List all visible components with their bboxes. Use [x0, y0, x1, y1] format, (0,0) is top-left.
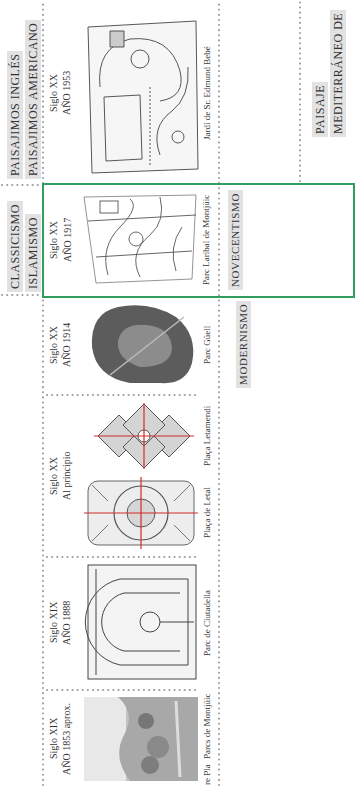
dotted-grid	[2, 2, 300, 785]
jardi-plan	[88, 21, 198, 173]
date-label: AÑO 1888	[61, 601, 73, 645]
style-name: PAISAJIMOS INGLÉS	[8, 54, 22, 176]
park-name: Parc Laribal de Montjüic	[201, 195, 212, 285]
style-band: PAISAJE	[312, 82, 328, 137]
date-label: AÑO 1953	[61, 71, 73, 115]
style-band: ISLAMISMO	[25, 214, 41, 292]
style-name: CLASSICISMO	[8, 204, 22, 289]
date-label: Al principio	[61, 451, 73, 500]
style-name: MEDITERRÁNEO DE	[331, 13, 345, 134]
date-label: AÑO 1917	[62, 218, 74, 262]
placa-letamendi-plan	[94, 403, 194, 469]
style-name: PAISAJIMOS AMERICANO	[26, 23, 40, 176]
style-name: MODERNISMO	[237, 304, 249, 385]
placa-letal-plan	[84, 477, 198, 549]
date-label: AÑO 1853 aprox.	[61, 703, 73, 775]
style-band: CLASSICISMO	[7, 201, 23, 292]
date-label: Siglo XIX	[48, 718, 60, 759]
park-name: Plaça de Letal	[202, 487, 213, 538]
parc-guell-plan	[92, 305, 193, 383]
style-band: MODERNISMO	[236, 301, 251, 388]
style-name: ISLAMISMO	[26, 217, 40, 289]
park-name: re Pla	[202, 764, 213, 785]
style-band: PAISAJIMOS INGLÉS	[7, 51, 23, 179]
date-label: AÑO 1914	[61, 323, 73, 367]
park-name: Parc de Ciutadella	[202, 590, 213, 656]
style-band: PAISAJIMOS AMERICANO	[25, 20, 41, 179]
park-name: Jardí de Sr. Edmund Bebé	[202, 46, 213, 140]
laribal-map	[84, 195, 196, 283]
date-label: Siglo XX	[48, 457, 60, 495]
style-name: PAISAJE	[313, 85, 327, 134]
ciutadella-plan	[85, 565, 196, 679]
style-band: NOVECENTISMO	[228, 190, 243, 290]
date-label: Siglo XIX	[48, 602, 60, 643]
park-photo	[84, 697, 198, 781]
park-name: Parc Güell	[202, 326, 213, 364]
date-label: Siglo XX	[48, 221, 60, 259]
style-name: NOVECENTISMO	[229, 193, 241, 287]
highlight-frame: Siglo XXAÑO 1917 Parc Laribal de Montjüic…	[42, 183, 355, 298]
date-label: Siglo XX	[48, 74, 60, 112]
style-band: MEDITERRÁNEO DE	[330, 10, 346, 137]
park-name: Plaça Letamendi	[202, 406, 213, 466]
date-label: Siglo XX	[48, 326, 60, 364]
park-name: Parcs de Montjüic	[202, 694, 213, 760]
